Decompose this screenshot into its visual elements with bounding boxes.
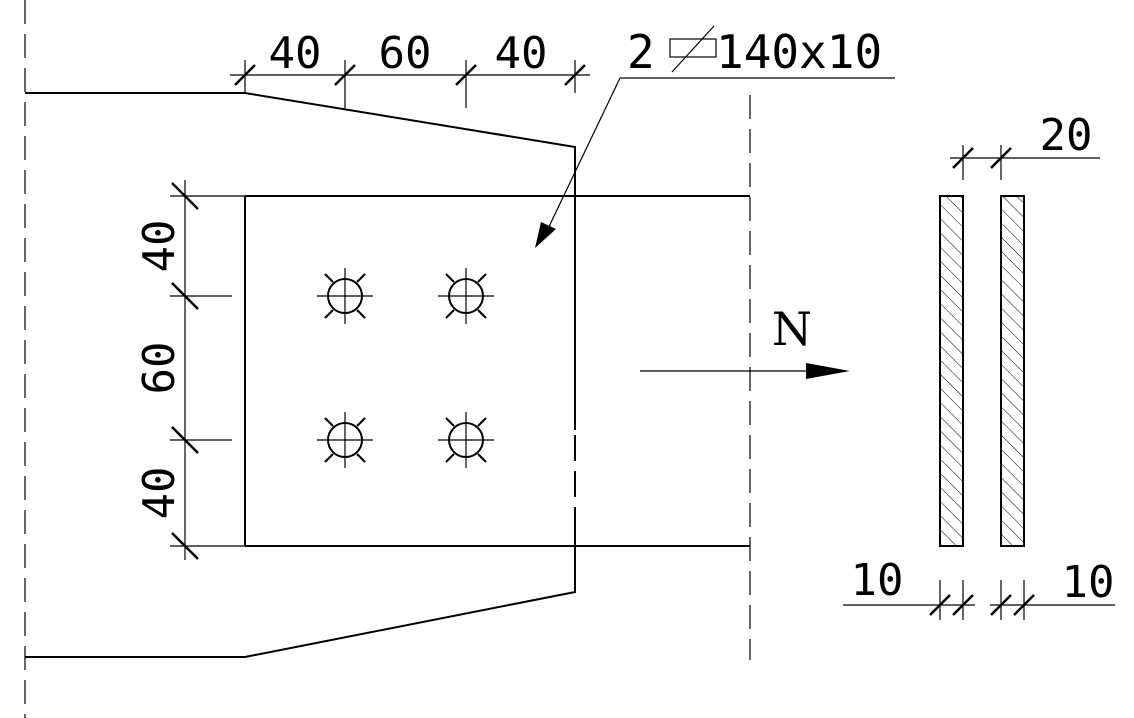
plate-spec-leader: 2 140x10 [535, 25, 895, 248]
left-dimension-chain: 40 60 40 [134, 180, 245, 560]
dim-left-1: 40 [134, 220, 185, 273]
top-dimension-chain: 40 60 40 [230, 28, 590, 108]
splice-plate [244, 195, 750, 547]
cross-section: 20 10 10 [843, 110, 1115, 620]
section-plate-right [1000, 195, 1025, 547]
member-outline [25, 92, 576, 658]
plate-size: 140x10 [716, 25, 882, 79]
bolt-symbol [317, 268, 373, 324]
dim-left-3: 40 [134, 467, 185, 520]
dim-top-1: 40 [269, 28, 322, 79]
bolt-symbol [438, 268, 494, 324]
bolt-symbol [438, 412, 494, 468]
plate-section-symbol [669, 25, 717, 73]
dim-section-right-thickness: 10 [1062, 557, 1115, 608]
bolt-symbol [317, 412, 373, 468]
dim-section-gap: 20 [1040, 110, 1093, 161]
force-arrow: N [640, 302, 850, 379]
dim-section-left-thickness: 10 [851, 555, 904, 606]
dim-left-2: 60 [134, 342, 185, 395]
section-plate-left [939, 195, 964, 547]
plate-count: 2 [627, 25, 655, 79]
bolt-group [317, 268, 494, 468]
dim-top-3: 40 [495, 28, 548, 79]
force-label: N [772, 302, 812, 356]
dim-top-2: 60 [379, 28, 432, 79]
